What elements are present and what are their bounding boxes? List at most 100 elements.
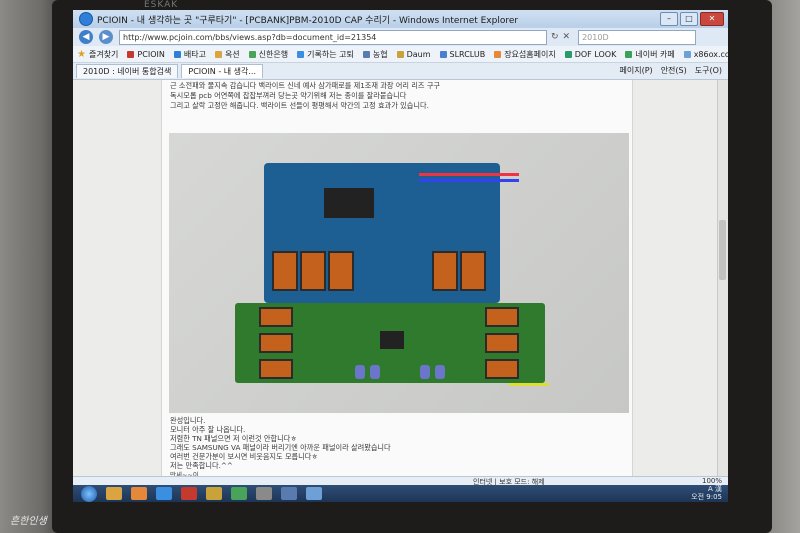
stop-icon[interactable]: ✕ bbox=[562, 32, 571, 42]
favorite-link[interactable]: 장요섭홈페이지 bbox=[494, 49, 556, 60]
scrollbar-thumb[interactable] bbox=[719, 220, 726, 280]
favorite-label: 농협 bbox=[372, 49, 388, 59]
controller-board bbox=[264, 163, 500, 303]
camera-icon[interactable] bbox=[256, 487, 272, 500]
star-icon: ★ bbox=[77, 48, 86, 60]
article-line: 완성입니다. bbox=[170, 416, 206, 425]
forward-button[interactable]: ▶ bbox=[99, 30, 113, 44]
site-icon bbox=[362, 50, 370, 58]
transformer bbox=[259, 333, 293, 353]
favorite-label: Daum bbox=[406, 49, 431, 59]
favorite-link[interactable]: DOF LOOK bbox=[564, 49, 617, 59]
wire bbox=[509, 383, 549, 386]
transformer bbox=[328, 251, 354, 291]
favorite-label: 기록하는 고퇴 bbox=[307, 49, 354, 59]
paint-icon[interactable] bbox=[306, 487, 322, 500]
site-icon bbox=[494, 50, 502, 58]
monitor-brand: ESKAK bbox=[144, 0, 179, 10]
wire bbox=[419, 173, 519, 176]
site-icon bbox=[625, 50, 633, 58]
address-actions: ↻ ✕ bbox=[551, 32, 570, 42]
back-button[interactable]: ◀ bbox=[79, 30, 93, 44]
address-bar: ◀ ▶ http://www.pcjoin.com/bbs/views.asp?… bbox=[73, 28, 728, 46]
favorite-link[interactable]: PCIOIN bbox=[127, 50, 165, 59]
zoom-level[interactable]: 100% bbox=[701, 477, 722, 485]
article-line: 독시모롭 pcb 어연쪽에 잡잡부껴러 당는곳 약기위해 저는 종이를 잘라붙습… bbox=[170, 91, 407, 100]
favorite-label: 즐겨찾기 bbox=[88, 49, 119, 59]
article-line: 그래도 SAMSUNG VA 패널이라 버리기엔 아까운 패널이라 살려봤습니다 bbox=[170, 443, 391, 452]
favorite-label: SLRCLUB bbox=[449, 49, 486, 59]
favorites-bar: ★즐겨찾기 PCIOIN 배타고 옥션 신한은행 기록하는 고퇴 농협 Daum SLRCLUB… bbox=[73, 46, 728, 63]
article-line: 저렴한 TN 패널으면 저 이런것 안합니다ㅎ bbox=[170, 434, 297, 443]
language-indicator[interactable]: A 漢 bbox=[707, 485, 722, 493]
vertical-scrollbar[interactable] bbox=[717, 80, 728, 476]
chrome-icon[interactable] bbox=[231, 487, 247, 500]
article-line: 모니터 아주 잘 나옵니다. bbox=[170, 425, 246, 434]
site-icon bbox=[683, 50, 691, 58]
favorite-link[interactable]: 옥션 bbox=[214, 49, 240, 60]
ie-icon[interactable] bbox=[156, 487, 172, 500]
media-icon[interactable] bbox=[131, 487, 147, 500]
refresh-icon[interactable]: ↻ bbox=[551, 32, 559, 42]
transformer bbox=[432, 251, 458, 291]
favorite-link[interactable]: 네이버 카페 bbox=[625, 49, 675, 60]
inverter-board bbox=[235, 303, 545, 383]
favorites-button[interactable]: ★즐겨찾기 bbox=[73, 49, 118, 60]
favorite-label: DOF LOOK bbox=[574, 49, 617, 59]
window-controls: – □ ✕ bbox=[660, 12, 724, 26]
window-title: PCIOIN - 내 생각하는 곳 "구루타기" - [PCBANK]PBM-2… bbox=[97, 15, 519, 26]
status-bar: 인터넷 | 보호 모드: 해제 100% bbox=[73, 476, 728, 486]
window-titlebar: PCIOIN - 내 생각하는 곳 "구루타기" - [PCBANK]PBM-2… bbox=[73, 10, 728, 28]
tab-bar: 2010D : 네이버 통합검색 PCIOIN - 내 생각... 페이지(P)… bbox=[73, 63, 728, 80]
site-icon bbox=[248, 50, 256, 58]
explorer-icon[interactable] bbox=[106, 487, 122, 500]
windows-taskbar: A 漢 오전 9:05 bbox=[73, 485, 728, 502]
clock-time[interactable]: 오전 9:05 bbox=[691, 492, 722, 501]
article-line: 만세~~이 bbox=[170, 471, 199, 479]
article-line: 그리고 살락 고정만 해줍니다. 백라이트 선들이 평평해서 약간의 고정 효과… bbox=[170, 101, 429, 110]
favorite-link[interactable]: 신한은행 bbox=[248, 49, 289, 60]
menu-safety[interactable]: 안전(S) bbox=[660, 66, 687, 75]
favorite-link[interactable]: 농협 bbox=[362, 49, 388, 60]
article-line: 근 소전패와 물지속 감습니다 백라이트 신네 예사 삼가패로를 제1조재 과장… bbox=[170, 81, 441, 90]
capacitor bbox=[355, 365, 365, 379]
article-photo[interactable] bbox=[169, 133, 629, 413]
site-icon bbox=[564, 50, 572, 58]
favorite-label: 신한은행 bbox=[258, 49, 289, 59]
menu-tools[interactable]: 도구(O) bbox=[694, 66, 722, 75]
favorite-link[interactable]: x86ox.com bbox=[683, 50, 728, 59]
photoshop-icon[interactable] bbox=[206, 487, 222, 500]
security-zone: 인터넷 | 보호 모드: 해제 bbox=[473, 478, 545, 486]
site-icon bbox=[214, 50, 222, 58]
monitor-screen: PCIOIN - 내 생각하는 곳 "구루타기" - [PCBANK]PBM-2… bbox=[73, 10, 728, 502]
acrobat-icon[interactable] bbox=[181, 487, 197, 500]
system-tray: A 漢 오전 9:05 bbox=[691, 485, 722, 501]
article-line: 여러번 건문가분이 보시면 비웃음지도 모릅니다ㅎ bbox=[170, 452, 319, 461]
close-button[interactable]: ✕ bbox=[700, 12, 724, 26]
minimize-button[interactable]: – bbox=[660, 12, 678, 26]
tab-search[interactable]: 2010D : 네이버 통합검색 bbox=[76, 64, 179, 78]
ie-icon bbox=[79, 12, 93, 26]
capacitor bbox=[435, 365, 445, 379]
transformer bbox=[272, 251, 298, 291]
favorite-link[interactable]: Daum bbox=[396, 49, 431, 59]
tab-pcjoin[interactable]: PCIOIN - 내 생각... bbox=[181, 64, 264, 78]
transformer bbox=[460, 251, 486, 291]
favorite-link[interactable]: 배타고 bbox=[173, 49, 206, 60]
search-input[interactable]: 2010D bbox=[578, 29, 697, 45]
favorite-link[interactable]: SLRCLUB bbox=[439, 49, 486, 59]
chip bbox=[380, 331, 404, 349]
url-input[interactable]: http://www.pcjoin.com/bbs/views.asp?db=d… bbox=[119, 29, 547, 45]
maximize-button[interactable]: □ bbox=[680, 12, 698, 26]
favorite-label: 네이버 카페 bbox=[635, 49, 675, 59]
favorite-label: 배타고 bbox=[183, 49, 206, 59]
capacitor bbox=[370, 365, 380, 379]
chip bbox=[324, 188, 374, 218]
transformer bbox=[300, 251, 326, 291]
favorite-link[interactable]: 기록하는 고퇴 bbox=[297, 49, 354, 60]
windows-start-icon[interactable] bbox=[81, 485, 97, 502]
favorite-label: 옥션 bbox=[224, 49, 240, 59]
menu-page[interactable]: 페이지(P) bbox=[619, 66, 653, 75]
window-icon[interactable] bbox=[281, 487, 297, 500]
site-icon bbox=[173, 50, 181, 58]
